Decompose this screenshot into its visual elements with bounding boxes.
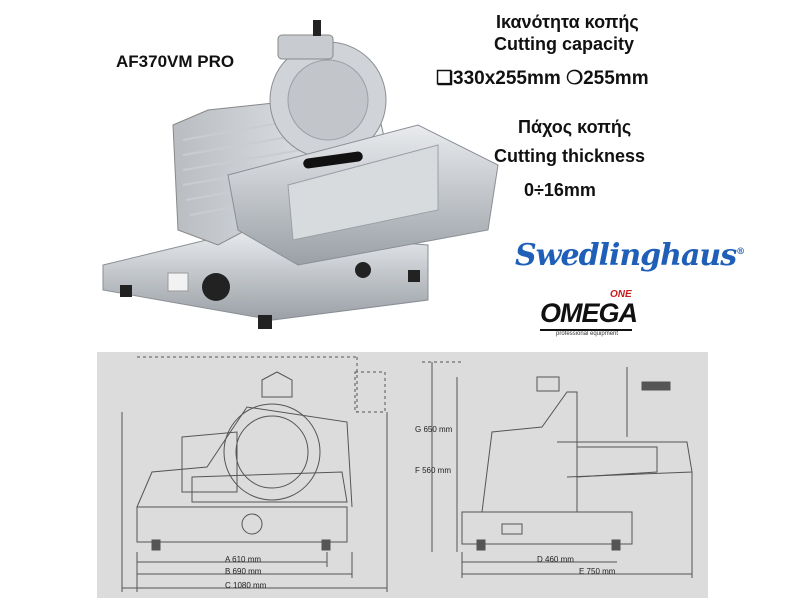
technical-drawing-panel: A 610 mm B 690 mm C 1080 mm G 650 mm F 5… <box>97 352 708 598</box>
capacity-label-english: Cutting capacity <box>494 34 635 54</box>
technical-drawing <box>121 356 693 592</box>
thickness-value: 0÷16mm <box>524 180 596 200</box>
dimension-g: G 650 mm <box>415 425 453 434</box>
dimension-a: A 610 mm <box>225 555 262 564</box>
dimension-b: B 690 mm <box>225 567 262 576</box>
dealer-logo-one: ONE <box>610 289 632 300</box>
dimension-d: D 460 mm <box>537 555 574 564</box>
product-photo <box>102 20 499 329</box>
brand-name: Swedlinghaus <box>515 238 737 273</box>
dealer-tagline: professional equipment <box>556 331 619 337</box>
dealer-logo: OMEGA <box>540 298 638 328</box>
dimension-c: C 1080 mm <box>225 581 267 590</box>
registered-mark: ® <box>736 247 745 257</box>
thickness-label-greek: Πάχος κοπής <box>518 117 632 137</box>
capacity-label-greek: Ικανότητα κοπής <box>496 12 639 32</box>
dimension-f: F 560 mm <box>415 466 452 475</box>
model-name: AF370VM PRO <box>116 52 235 71</box>
brand-logo: Swedlinghaus® <box>515 238 745 273</box>
capacity-value: ❏330x255mm ❍255mm <box>436 68 649 89</box>
thickness-label-english: Cutting thickness <box>494 146 646 166</box>
dealer-logo-underline <box>540 329 632 331</box>
dimension-e: E 750 mm <box>579 567 616 576</box>
